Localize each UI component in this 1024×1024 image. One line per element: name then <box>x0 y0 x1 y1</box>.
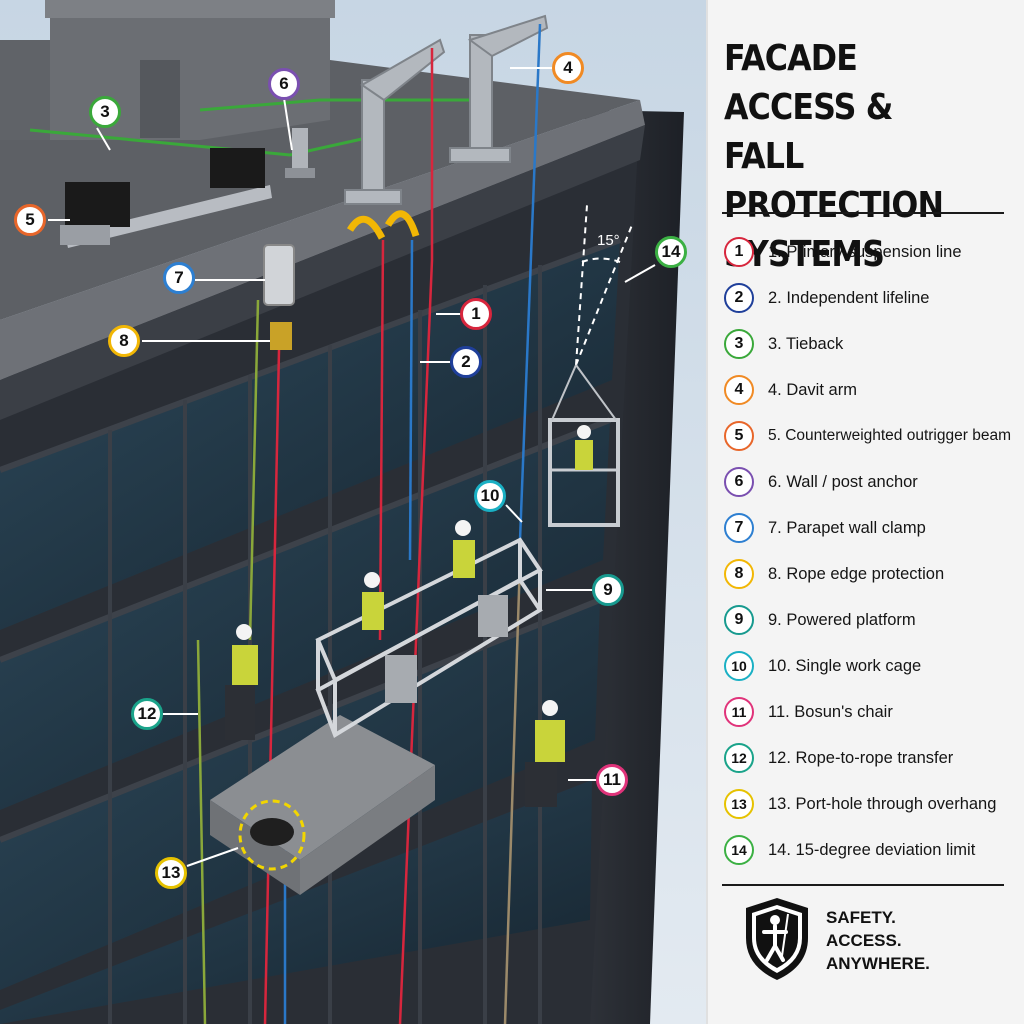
legend-label: 5. Counterweighted outrigger beam <box>768 427 1011 444</box>
legend-label: 9. Powered platform <box>768 610 916 629</box>
building-illustration <box>0 0 706 1024</box>
legend-item: 2 2. Independent lifeline <box>724 278 929 318</box>
title-divider <box>722 212 1004 214</box>
callout-9: 9 <box>592 574 624 606</box>
callout-1: 1 <box>460 298 492 330</box>
legend-item: 7 7. Parapet wall clamp <box>724 508 926 548</box>
callout-4: 4 <box>552 52 584 84</box>
work-cage-shape <box>548 364 620 527</box>
leader-arrows <box>48 67 656 867</box>
legend-number: 3 <box>724 329 754 359</box>
legend-number: 4 <box>724 375 754 405</box>
callout-10: 10 <box>474 480 506 512</box>
legend-number: 9 <box>724 605 754 635</box>
legend-item: 10 10. Single work cage <box>724 646 921 686</box>
legend-item: 8 8. Rope edge protection <box>724 554 944 594</box>
powered-platform-shape <box>315 520 543 738</box>
callout-7: 7 <box>163 262 195 294</box>
legend-label: 3. Tieback <box>768 334 844 353</box>
legend-label: 4. Davit arm <box>768 380 857 399</box>
legend-panel: FACADE ACCESS & FALL PROTECTION SYSTEMS … <box>706 0 1024 1024</box>
legend-number: 11 <box>724 697 754 727</box>
edge-protectors <box>346 210 420 240</box>
legend-label: 7. Parapet wall clamp <box>768 518 926 537</box>
rope-access-workers <box>225 624 565 807</box>
legend-number: 10 <box>724 651 754 681</box>
tagline-line-2: ACCESS. <box>826 931 902 950</box>
tagline-line-3: ANYWHERE. <box>826 954 930 973</box>
callout-2: 2 <box>450 346 482 378</box>
callout-11: 11 <box>596 764 628 796</box>
mullions <box>108 265 542 1024</box>
legend-label: 13. Port-hole through overhang <box>768 794 997 813</box>
callout-3: 3 <box>89 96 121 128</box>
legend-number: 14 <box>724 835 754 865</box>
outrigger-beam <box>60 148 272 248</box>
legend-label: 11. Bosun's chair <box>768 702 893 721</box>
legend-label: 6. Wall / post anchor <box>768 472 918 491</box>
callout-12: 12 <box>131 698 163 730</box>
legend-label: 12. Rope-to-rope transfer <box>768 748 954 767</box>
legend-item: 11 11. Bosun's chair <box>724 692 893 732</box>
deviation-lines <box>575 204 633 366</box>
legend-number: 2 <box>724 283 754 313</box>
parapet-face <box>0 125 645 420</box>
legend-number: 13 <box>724 789 754 819</box>
legend-number: 12 <box>724 743 754 773</box>
page-title: FACADE ACCESS & FALL PROTECTION SYSTEMS <box>724 34 984 279</box>
spandrels <box>0 237 622 843</box>
legend-item: 14 14. 15-degree deviation limit <box>724 830 975 870</box>
legend-number: 1 <box>724 237 754 267</box>
parapet-clamp-shape <box>263 244 295 350</box>
legend-item: 1 1. Primary suspension line <box>724 232 962 272</box>
legend-label: 14. 15-degree deviation limit <box>768 840 976 859</box>
title-line-1: FACADE ACCESS & <box>724 38 893 128</box>
overhang-slab <box>210 715 435 895</box>
callout-6: 6 <box>268 68 300 100</box>
safety-shield-logo <box>746 898 808 980</box>
legend-number: 5 <box>724 421 754 451</box>
legend-item: 4 4. Davit arm <box>724 370 857 410</box>
legend-item: 13 13. Port-hole through overhang <box>724 784 996 824</box>
legend-item: 5 5. Counterweighted outrigger beam <box>724 416 1011 456</box>
legend-label: 2. Independent lifeline <box>768 288 930 307</box>
tagline: SAFETY. ACCESS. ANYWHERE. <box>826 906 930 975</box>
tagline-line-1: SAFETY. <box>826 908 896 927</box>
callout-13: 13 <box>155 857 187 889</box>
legend-number: 6 <box>724 467 754 497</box>
legend-item: 3 3. Tieback <box>724 324 843 364</box>
legend-label: 8. Rope edge protection <box>768 564 945 583</box>
legend-number: 8 <box>724 559 754 589</box>
deviation-angle-label: 15° <box>597 232 620 249</box>
legend-number: 7 <box>724 513 754 543</box>
legend-label: 1. Primary suspension line <box>768 242 962 261</box>
tieback-lines <box>29 98 470 157</box>
legend-item: 6 6. Wall / post anchor <box>724 462 918 502</box>
davit-arms <box>344 14 549 205</box>
legend-item: 12 12. Rope-to-rope transfer <box>724 738 953 778</box>
parapet <box>0 100 645 380</box>
callout-5: 5 <box>14 204 46 236</box>
footer-divider <box>722 884 1004 886</box>
callout-14: 14 <box>655 236 687 268</box>
post-anchor-shape <box>285 128 315 178</box>
legend-label: 10. Single work cage <box>768 656 922 675</box>
legend-item: 9 9. Powered platform <box>724 600 916 640</box>
title-line-2: FALL PROTECTION <box>724 136 944 226</box>
callout-8: 8 <box>108 325 140 357</box>
